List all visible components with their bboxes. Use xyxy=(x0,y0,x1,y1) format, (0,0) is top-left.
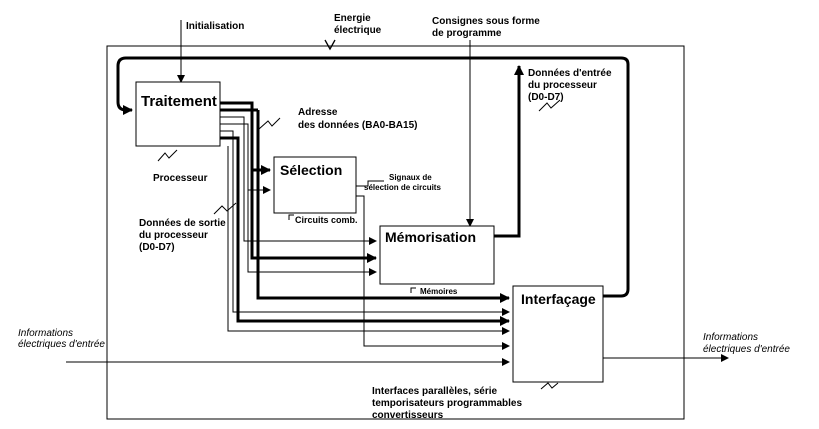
energie-label-1: Energie xyxy=(334,13,371,24)
line-sel-circuits xyxy=(356,180,384,187)
data-out-bus xyxy=(220,136,510,326)
energie-label-2: électrique xyxy=(334,25,382,36)
line-sel-int xyxy=(363,226,510,350)
data-in-bus xyxy=(494,65,524,238)
circuits-label: Circuits comb. xyxy=(295,215,358,225)
data-out-label-1: Données de sortie xyxy=(139,218,226,229)
data-out-label-2: du processeur xyxy=(139,230,208,241)
info-in-label-1: Informations xyxy=(18,328,73,339)
traitement-title: Traitement xyxy=(141,93,217,110)
line-sel-mem xyxy=(356,195,365,226)
line-trait-int-1 xyxy=(220,130,510,316)
selection-block xyxy=(273,156,357,214)
energy-symbol xyxy=(324,39,336,51)
interfacage-title: Interfaçage xyxy=(521,291,596,307)
consignes-label-1: Consignes sous forme xyxy=(432,16,540,27)
data-in-loop xyxy=(116,56,630,298)
system-frame xyxy=(106,45,685,420)
interfaces-label-2: temporisateurs programmables xyxy=(372,398,522,409)
info-in-label-2: électriques d'entrée xyxy=(18,339,105,350)
info-out-label-2: électriques d'entrée xyxy=(703,344,790,355)
info-out-label-1: Informations xyxy=(703,332,758,343)
data-in-label-1: Données d'entrée xyxy=(528,68,612,79)
traitement-block xyxy=(135,81,221,147)
signaux-label-1: Signaux de xyxy=(389,173,432,182)
interfaces-label-1: Interfaces parallèles, série xyxy=(372,386,498,397)
consignes-label-2: de programme xyxy=(432,28,502,39)
selection-title: Sélection xyxy=(280,162,342,178)
interfacage-block xyxy=(512,285,604,383)
line-trait-mem-2 xyxy=(220,123,377,276)
data-out-label-3: (D0-D7) xyxy=(139,242,175,253)
signaux-label-2: sélection de circuits xyxy=(364,183,441,192)
address-bus xyxy=(220,101,271,175)
data-in-label-3: (D0-D7) xyxy=(528,92,564,103)
address-label-2: des données (BA0-BA15) xyxy=(298,120,417,131)
line-int-feed xyxy=(227,146,510,335)
init-label: Initialisation xyxy=(186,21,244,32)
memorisation-block xyxy=(379,225,495,285)
address-bus-int xyxy=(256,110,510,303)
address-label-1: Adresse xyxy=(298,107,338,118)
data-in-label-2: du processeur xyxy=(528,80,597,91)
address-bus-mem xyxy=(250,170,377,263)
line-trait-mem-1 xyxy=(220,116,377,245)
memoires-label: Mémoires xyxy=(420,287,458,296)
interfaces-label-3: convertisseurs xyxy=(372,410,444,421)
processeur-label: Processeur xyxy=(153,173,208,184)
memorisation-title: Mémorisation xyxy=(385,229,476,245)
